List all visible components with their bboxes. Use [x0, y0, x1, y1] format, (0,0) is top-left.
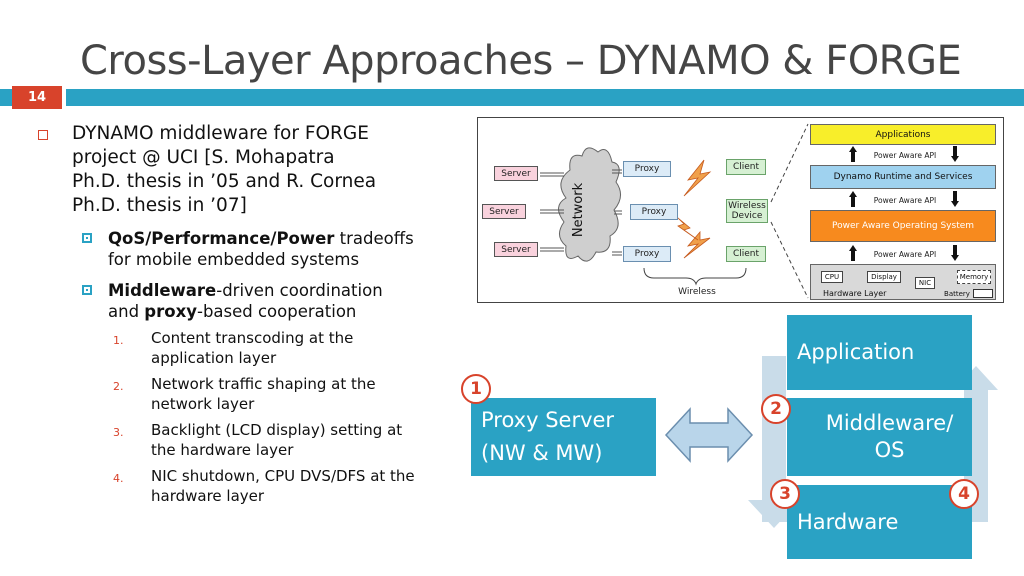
numbered-list: 1. Content transcoding at the applicatio… [38, 328, 483, 506]
text: -based cooperation [196, 302, 357, 321]
os-layer: Power Aware Operating System [810, 210, 996, 242]
proxy-box: Proxy [630, 204, 678, 220]
item-number: 4. [113, 472, 124, 485]
slash: / [145, 229, 152, 248]
bullet-main: DYNAMO middleware for FORGE project @ UC… [38, 122, 483, 218]
hw-label: Hardware Layer [823, 289, 887, 298]
hw-memory: Memory [957, 270, 991, 284]
title-bar-left [0, 89, 12, 106]
text: tradeoffs [334, 229, 414, 248]
lightning-icon [677, 217, 699, 241]
bullet-main-line: project @ UCI [S. Mohapatra [72, 147, 335, 168]
item-line: application layer [151, 349, 277, 367]
bullet-main-line: DYNAMO middleware for FORGE [72, 123, 369, 144]
slash: / [270, 229, 277, 248]
lightning-icon [683, 230, 711, 259]
proxy-box: Proxy [623, 246, 671, 262]
sub-bullet-middleware: Middleware-driven coordination and proxy… [38, 280, 483, 322]
bold-performance: Performance [151, 229, 271, 248]
item-line: NIC shutdown, CPU DVS/DFS at the [151, 467, 415, 485]
network-cloud-icon [558, 147, 621, 262]
item-number: 1. [113, 334, 124, 347]
marker-2: 2 [761, 394, 791, 424]
client-box: Client [726, 159, 766, 175]
application-box: Application [787, 315, 972, 390]
middleware-line: Middleware/ [825, 411, 954, 435]
marker-1: 1 [461, 374, 491, 404]
hardware-layer: CPU Display NIC Memory Hardware Layer Ba… [810, 264, 996, 300]
slide-number: 14 [12, 86, 62, 109]
marker-3: 3 [770, 479, 800, 509]
sub-bullet-tradeoffs: QoS/Performance/Power tradeoffs for mobi… [38, 228, 483, 270]
middleware-line: OS [874, 438, 905, 462]
diagram-lines [540, 123, 959, 299]
item-line: Network traffic shaping at the [151, 375, 376, 393]
item-number: 2. [113, 380, 124, 393]
api-label: Power Aware API [873, 151, 937, 160]
numbered-item: 3. Backlight (LCD display) setting at th… [38, 420, 483, 460]
bold-proxy: proxy [144, 302, 197, 321]
client-box: Client [726, 246, 766, 262]
proxy-server-line: (NW & MW) [481, 441, 603, 465]
bullet-main-line: Ph.D. thesis in ’07] [72, 195, 247, 216]
item-line: network layer [151, 395, 255, 413]
text: -driven coordination [216, 281, 383, 300]
applications-layer: Applications [810, 124, 996, 145]
bold-middleware: Middleware [108, 281, 217, 300]
item-line: Backlight (LCD display) setting at [151, 421, 403, 439]
item-number: 3. [113, 426, 124, 439]
item-line: the hardware layer [151, 441, 294, 459]
numbered-item: 4. NIC shutdown, CPU DVS/DFS at the hard… [38, 466, 483, 506]
title-bar-right [66, 89, 1024, 106]
api-label: Power Aware API [873, 250, 937, 259]
wireless-device-box: Wireless Device [726, 199, 768, 223]
api-label: Power Aware API [873, 196, 937, 205]
proxy-server-line: Proxy Server [481, 408, 615, 432]
item-line: Content transcoding at the [151, 329, 354, 347]
server-box: Server [494, 166, 538, 181]
numbered-item: 1. Content transcoding at the applicatio… [38, 328, 483, 368]
sub-bullet-line: for mobile embedded systems [108, 250, 360, 269]
bullet-list: DYNAMO middleware for FORGE project @ UC… [38, 122, 483, 506]
bold-power: Power [276, 229, 335, 248]
marker-4: 4 [949, 479, 979, 509]
item-line: hardware layer [151, 487, 265, 505]
proxy-box: Proxy [623, 161, 671, 177]
bullet-main-line: Ph.D. thesis in ’05 and R. Cornea [72, 171, 377, 192]
architecture-diagram: Server Server Server Network Proxy Proxy… [477, 117, 1004, 303]
hw-cpu: CPU [821, 271, 843, 283]
middleware-os-box: Middleware/ OS [787, 398, 972, 476]
square-bullet-icon [82, 233, 92, 243]
dynamo-layer: Dynamo Runtime and Services [810, 165, 996, 189]
hw-display: Display [867, 271, 901, 283]
slide-title: Cross-Layer Approaches – DYNAMO & FORGE [80, 38, 962, 84]
hardware-box: Hardware [787, 485, 972, 559]
battery-icon [973, 289, 993, 298]
square-bullet-icon [82, 285, 92, 295]
hw-nic: NIC [915, 277, 935, 289]
double-arrow-icon [664, 407, 754, 463]
network-label: Network [571, 182, 586, 238]
hw-battery-label: Battery [944, 290, 970, 298]
lightning-icon [683, 159, 712, 197]
numbered-item: 2. Network traffic shaping at the networ… [38, 374, 483, 414]
bold-qos: QoS [108, 229, 146, 248]
wireless-brace [643, 267, 747, 286]
server-box: Server [494, 242, 538, 257]
server-box: Server [482, 204, 526, 219]
wireless-label: Wireless [678, 287, 716, 297]
text: and [108, 302, 145, 321]
square-bullet-icon [38, 130, 48, 140]
proxy-server-box: Proxy Server (NW & MW) [471, 398, 656, 476]
